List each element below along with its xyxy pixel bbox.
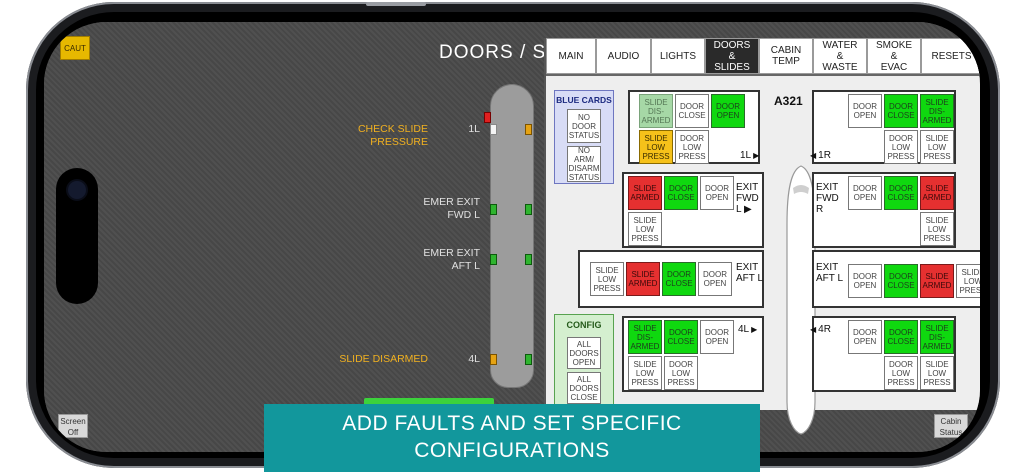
exit-fwd-l-door-open-button[interactable]: DOOR OPEN bbox=[700, 176, 734, 210]
door-1r-panel: 1R DOOR OPEN DOOR CLOSE SLIDE DIS-ARMED … bbox=[812, 90, 956, 164]
door-4r-slide-low-press-button[interactable]: SLIDE LOW PRESS bbox=[920, 356, 954, 390]
exit-fwd-r-door-open-button[interactable]: DOOR OPEN bbox=[848, 176, 882, 210]
door-1r-slide-disarmed-button[interactable]: SLIDE DIS-ARMED bbox=[920, 94, 954, 128]
device-screen: CAUT DOORS / SL CHECK SLIDE PRESSURE 1L … bbox=[44, 22, 980, 452]
tab-doors-slides[interactable]: DOORS&SLIDES bbox=[705, 38, 759, 74]
door-1l-door-close-button[interactable]: DOOR CLOSE bbox=[675, 94, 709, 128]
exit-aft-r-slide-armed-button[interactable]: SLIDE ARMED bbox=[920, 264, 954, 298]
door-1r-slide-low-press-button[interactable]: SLIDE LOW PRESS bbox=[920, 130, 954, 164]
all-doors-close-button[interactable]: ALL DOORS CLOSE bbox=[567, 372, 601, 404]
door-4l-panel: SLIDE DIS-ARMED DOOR CLOSE DOOR OPEN SLI… bbox=[622, 316, 764, 392]
door-1r-door-low-press-button[interactable]: DOOR LOW PRESS bbox=[884, 130, 918, 164]
door-1r-label: 1R bbox=[810, 150, 831, 161]
dynamic-island bbox=[56, 168, 98, 304]
tab-main[interactable]: MAIN bbox=[546, 38, 596, 74]
exit-aft-l-slide-low-press-button[interactable]: SLIDE LOW PRESS bbox=[590, 262, 624, 296]
door-1r-door-open-button[interactable]: DOOR OPEN bbox=[848, 94, 882, 128]
ecam-page-title: DOORS / SL bbox=[439, 42, 558, 63]
tab-water-waste[interactable]: WATER&WASTE bbox=[813, 38, 867, 74]
door-4r-label: 4R bbox=[810, 324, 831, 335]
ecam-door-mark-fwd-l bbox=[490, 204, 497, 215]
ecam-door-4l-label: 4L bbox=[468, 353, 480, 365]
phone-side-button bbox=[366, 2, 426, 6]
tab-lights[interactable]: LIGHTS bbox=[651, 38, 705, 74]
door-4r-door-low-press-button[interactable]: DOOR LOW PRESS bbox=[884, 356, 918, 390]
blue-cards-title: BLUE CARDS bbox=[556, 95, 612, 105]
door-1l-door-open-button[interactable]: DOOR OPEN bbox=[711, 94, 745, 128]
config-title: CONFIG bbox=[566, 320, 602, 330]
exit-fwd-l-door-close-button[interactable]: DOOR CLOSE bbox=[664, 176, 698, 210]
ecam-door-mark-1r bbox=[525, 124, 532, 135]
door-1l-door-low-press-button[interactable]: DOOR LOW PRESS bbox=[675, 130, 709, 164]
exit-aft-r-door-close-button[interactable]: DOOR CLOSE bbox=[884, 264, 918, 298]
ecam-door-mark-1l bbox=[490, 124, 497, 135]
ecam-slide-disarmed: SLIDE DISARMED bbox=[339, 353, 428, 365]
door-4r-slide-disarmed-button[interactable]: SLIDE DIS-ARMED bbox=[920, 320, 954, 354]
tab-smoke-evac[interactable]: SMOKE&EVAC bbox=[867, 38, 921, 74]
exit-fwd-l-slide-low-press-button[interactable]: SLIDE LOW PRESS bbox=[628, 212, 662, 246]
front-camera-icon bbox=[68, 181, 86, 199]
exit-aft-l-slide-armed-button[interactable]: SLIDE ARMED bbox=[626, 262, 660, 296]
door-4r-panel: 4R DOOR OPEN DOOR CLOSE SLIDE DIS-ARMED … bbox=[812, 316, 956, 392]
door-4l-slide-disarmed-button[interactable]: SLIDE DIS-ARMED bbox=[628, 320, 662, 354]
tab-audio[interactable]: AUDIO bbox=[596, 38, 651, 74]
exit-fwd-l-panel: SLIDE ARMED DOOR CLOSE DOOR OPEN SLIDE L… bbox=[622, 172, 764, 248]
exit-aft-r-slide-low-press-button[interactable]: SLIDE LOW PRESS bbox=[956, 264, 980, 298]
ecam-door-mark-4l bbox=[490, 354, 497, 365]
all-doors-open-button[interactable]: ALL DOORS OPEN bbox=[567, 337, 601, 369]
promo-banner-line-2: CONFIGURATIONS bbox=[414, 439, 610, 462]
door-1l-slide-disarmed-button[interactable]: SLIDE DIS-ARMED bbox=[639, 94, 673, 128]
exit-fwd-r-slide-armed-button[interactable]: SLIDE ARMED bbox=[920, 176, 954, 210]
tab-resets[interactable]: RESETS bbox=[921, 38, 980, 74]
promo-banner: ADD FAULTS AND SET SPECIFIC CONFIGURATIO… bbox=[264, 404, 760, 472]
exit-aft-l-door-open-button[interactable]: DOOR OPEN bbox=[698, 262, 732, 296]
door-1r-door-close-button[interactable]: DOOR CLOSE bbox=[884, 94, 918, 128]
exit-fwd-l-slide-armed-button[interactable]: SLIDE ARMED bbox=[628, 176, 662, 210]
ecam-door-1l-label: 1L bbox=[468, 123, 480, 135]
door-1l-label: 1L bbox=[740, 150, 759, 161]
promo-banner-line-1: ADD FAULTS AND SET SPECIFIC bbox=[342, 412, 682, 435]
ecam-door-mark-aft-l bbox=[490, 254, 497, 265]
door-4l-door-low-press-button[interactable]: DOOR LOW PRESS bbox=[664, 356, 698, 390]
doors-slides-content: BLUE CARDS NO DOOR STATUS NO ARM/ DISARM… bbox=[546, 76, 980, 435]
exit-fwd-r-slide-low-press-button[interactable]: SLIDE LOW PRESS bbox=[920, 212, 954, 246]
ecam-slide-mark-1l bbox=[484, 112, 491, 123]
exit-fwd-r-door-close-button[interactable]: DOOR CLOSE bbox=[884, 176, 918, 210]
ecam-door-mark-fwd-r bbox=[525, 204, 532, 215]
door-4r-door-open-button[interactable]: DOOR OPEN bbox=[848, 320, 882, 354]
door-4l-slide-low-press-button[interactable]: SLIDE LOW PRESS bbox=[628, 356, 662, 390]
no-arm-disarm-status-button[interactable]: NO ARM/ DISARM STATUS bbox=[567, 146, 601, 182]
door-1l-panel: SLIDE DIS-ARMED DOOR CLOSE DOOR OPEN SLI… bbox=[628, 90, 760, 164]
door-4l-door-open-button[interactable]: DOOR OPEN bbox=[700, 320, 734, 354]
exit-aft-r-door-open-button[interactable]: DOOR OPEN bbox=[848, 264, 882, 298]
door-4r-door-close-button[interactable]: DOOR CLOSE bbox=[884, 320, 918, 354]
ecam-door-mark-4r bbox=[525, 354, 532, 365]
exit-aft-l-door-close-button[interactable]: DOOR CLOSE bbox=[662, 262, 696, 296]
ecam-check-slide-pressure: CHECK SLIDE PRESSURE bbox=[357, 123, 428, 148]
door-4l-label: 4L bbox=[738, 324, 757, 335]
config-box: CONFIG ALL DOORS OPEN ALL DOORS CLOSE bbox=[554, 314, 614, 406]
door-1l-slide-low-press-button[interactable]: SLIDE LOW PRESS bbox=[639, 130, 673, 164]
blue-cards-box: BLUE CARDS NO DOOR STATUS NO ARM/ DISARM… bbox=[554, 90, 614, 184]
aircraft-type: A321 bbox=[774, 94, 803, 108]
exit-aft-l-panel: SLIDE LOW PRESS SLIDE ARMED DOOR CLOSE D… bbox=[578, 250, 764, 308]
no-door-status-button[interactable]: NO DOOR STATUS bbox=[567, 109, 601, 143]
caution-button[interactable]: CAUT bbox=[60, 36, 90, 60]
ecam-door-mark-aft-r bbox=[525, 254, 532, 265]
door-4l-door-close-button[interactable]: DOOR CLOSE bbox=[664, 320, 698, 354]
